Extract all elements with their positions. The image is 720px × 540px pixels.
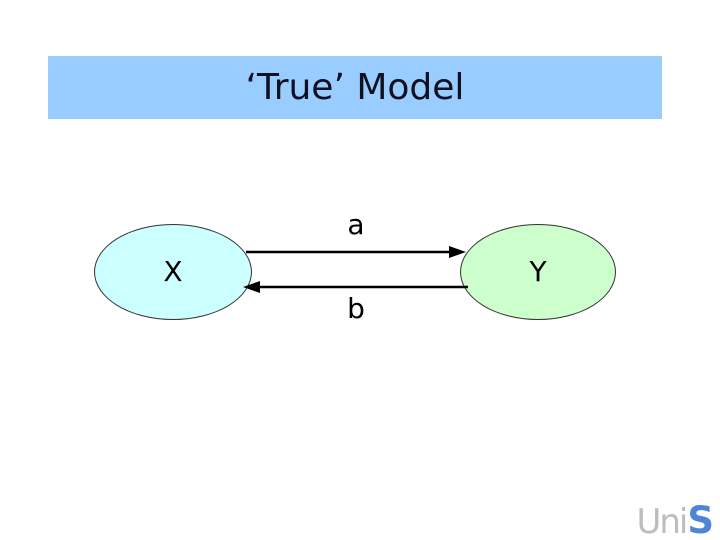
slide-title: ‘True’ Model — [245, 66, 465, 108]
edge-label-a: a — [347, 208, 365, 241]
title-banner: ‘True’ Model — [48, 56, 662, 119]
logo-s-text: S — [687, 499, 714, 540]
logo-uni-text: Uni — [636, 502, 688, 540]
arrow-a-icon — [246, 246, 466, 258]
node-y-ellipse: Y — [460, 224, 616, 320]
node-y-label: Y — [529, 255, 547, 288]
node-x-ellipse: X — [94, 224, 252, 320]
edge-label-b: b — [347, 292, 365, 325]
node-x-label: X — [163, 255, 183, 288]
unis-logo: Uni S — [636, 502, 714, 539]
